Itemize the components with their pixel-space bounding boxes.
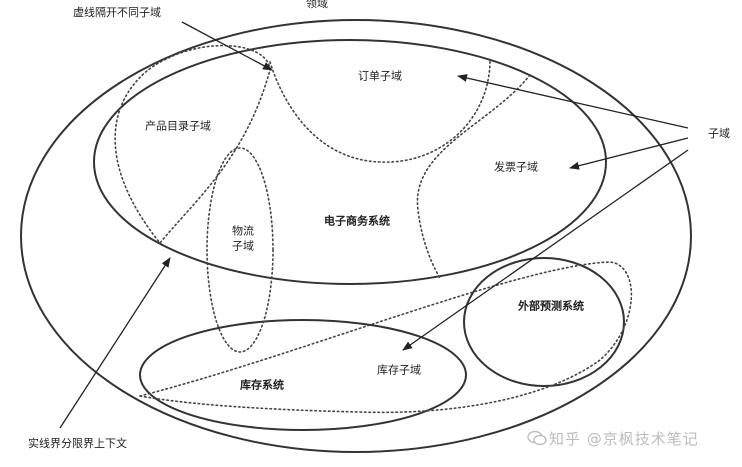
watermark: 知乎 @京枫技术笔记 [527,428,699,449]
watermark-text: 知乎 @京枫技术笔记 [549,430,699,448]
order-subdomain-boundary [269,59,491,163]
invoice-subdomain-boundary [416,74,531,279]
product-catalog-subdomain-label: 产品目录子域 [145,119,211,133]
arrow-solid-boundary [59,257,171,429]
domain-label: 领域 [306,0,328,10]
logistics-subdomain-boundary [206,147,274,353]
arrow-subdomain-inventory [402,149,689,351]
logistics-subdomain-label-line1: 物流 [232,224,254,238]
ecommerce-context-boundary [93,39,607,285]
logistics-subdomain-label-line2: 子域 [232,239,254,253]
invoice-subdomain-label: 发票子域 [494,160,538,174]
inventory-subdomain-boundary [139,261,633,414]
arrow-subdomain-order [457,74,689,129]
arrow-dashed-boundary [181,21,273,71]
solid-boundary-annotation: 实线界分限界上下文 [28,437,127,450]
dashed-boundary-annotation: 虚线隔开不同子域 [73,6,161,19]
ecommerce-context-label: 电子商务系统 [324,214,390,228]
arrow-subdomain-invoice [569,137,689,170]
subdomain-annotation: 子域 [708,127,730,140]
wechat-icon [527,430,547,446]
inventory-context-boundary [139,319,467,431]
product-catalog-subdomain-boundary [114,44,271,245]
inventory-context-label: 库存系统 [240,378,284,392]
external-forecast-context-label: 外部预测系统 [518,299,584,313]
external-forecast-context-boundary [463,257,625,387]
domain-boundary [20,19,692,453]
order-subdomain-label: 订单子域 [358,69,402,83]
inventory-subdomain-label: 库存子域 [377,363,421,377]
